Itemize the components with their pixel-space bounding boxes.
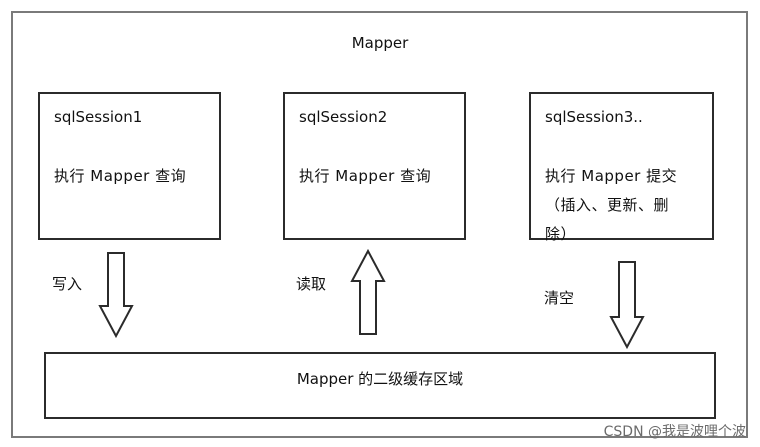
session-desc: 执行 Mapper 提交 （插入、更新、删 除）	[545, 167, 678, 243]
write-label: 写入	[52, 275, 83, 293]
clear-label: 清空	[544, 289, 575, 307]
watermark: CSDN @我是波哩个波	[603, 424, 746, 440]
write-arrow-icon	[98, 252, 134, 339]
session-name: sqlSession3..	[545, 108, 643, 126]
session-name: sqlSession1	[54, 108, 143, 126]
diagram-title: Mapper	[351, 34, 409, 52]
clear-arrow-icon	[609, 261, 645, 350]
second-level-cache-area: Mapper 的二级缓存区域	[44, 352, 716, 419]
session-desc: 执行 Mapper 查询	[299, 167, 432, 185]
read-label: 读取	[296, 275, 327, 293]
session-box-1: sqlSession1 执行 Mapper 查询	[38, 92, 221, 240]
session-box-3: sqlSession3.. 执行 Mapper 提交 （插入、更新、删 除）	[529, 92, 714, 243]
cache-label: Mapper 的二级缓存区域	[296, 370, 464, 388]
session-name: sqlSession2	[299, 108, 388, 126]
session-box-2: sqlSession2 执行 Mapper 查询	[283, 92, 466, 240]
read-arrow-icon	[350, 248, 386, 335]
session-desc: 执行 Mapper 查询	[54, 167, 187, 185]
